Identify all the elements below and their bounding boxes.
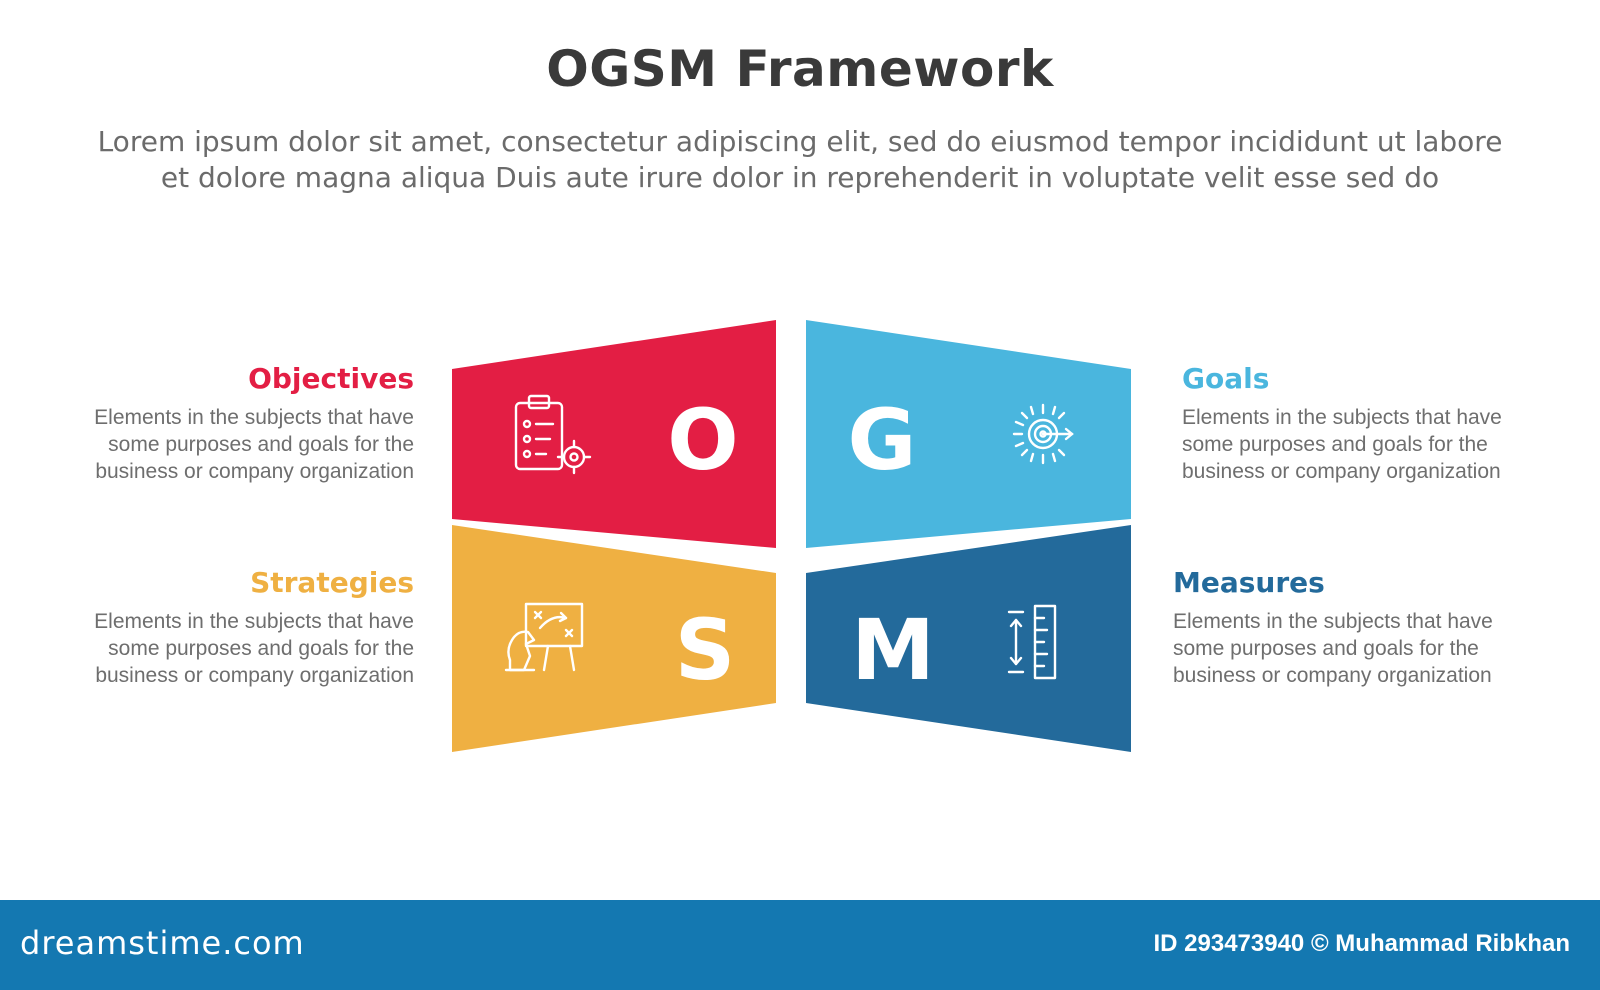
goals-description: Elements in the subjects that have some … xyxy=(1182,404,1542,485)
strategies-text-block: Strategies Elements in the subjects that… xyxy=(54,566,414,689)
measures-text-block: Measures Elements in the subjects that h… xyxy=(1173,566,1533,689)
strategies-description-line: some purposes and goals for the xyxy=(108,637,414,660)
goals-text-block: Goals Elements in the subjects that have… xyxy=(1182,362,1542,485)
goals-shape xyxy=(806,320,1131,548)
ogsm-diagram: O G S M xyxy=(452,320,1131,752)
ruler-measure-icon xyxy=(1007,604,1057,680)
objectives-description: Elements in the subjects that have some … xyxy=(54,404,414,485)
page-title: OGSM Framework xyxy=(546,40,1054,98)
objectives-description-line: business or company organization xyxy=(95,460,414,483)
goals-quadrant: G xyxy=(806,320,1131,548)
objectives-shape xyxy=(452,320,776,548)
footer-credit: ID 293473940 © Muhammad Ribkhan xyxy=(1153,930,1570,957)
subtitle-line-1: Lorem ipsum dolor sit amet, consectetur … xyxy=(97,125,1503,158)
measures-description: Elements in the subjects that have some … xyxy=(1173,608,1533,689)
measures-shape xyxy=(806,525,1131,752)
clipboard-target-icon xyxy=(514,394,592,475)
goals-heading: Goals xyxy=(1182,362,1270,395)
page-subtitle: Lorem ipsum dolor sit amet, consectetur … xyxy=(60,124,1540,196)
measures-description-line: some purposes and goals for the xyxy=(1173,637,1479,660)
objectives-description-line: some purposes and goals for the xyxy=(108,433,414,456)
strategies-description-line: Elements in the subjects that have xyxy=(94,610,414,633)
strategies-heading: Strategies xyxy=(250,566,414,599)
strategies-description-line: business or company organization xyxy=(95,664,414,687)
strategies-description: Elements in the subjects that have some … xyxy=(54,608,414,689)
chess-board-icon xyxy=(504,602,584,672)
objectives-quadrant: O xyxy=(452,320,776,548)
subtitle-line-2: et dolore magna aliqua Duis aute irure d… xyxy=(160,161,1440,194)
objectives-description-line: Elements in the subjects that have xyxy=(94,406,414,429)
footer-bar: dreamstime.com ID 293473940 © Muhammad R… xyxy=(0,900,1600,990)
measures-letter: M xyxy=(851,601,935,699)
strategies-shape xyxy=(452,525,776,752)
goals-description-line: business or company organization xyxy=(1182,460,1501,483)
objectives-heading: Objectives xyxy=(248,362,414,395)
objectives-letter: O xyxy=(667,391,738,489)
measures-quadrant: M xyxy=(806,525,1131,752)
measures-heading: Measures xyxy=(1173,566,1325,599)
goals-letter: G xyxy=(848,391,917,489)
strategies-letter: S xyxy=(675,601,736,699)
objectives-text-block: Objectives Elements in the subjects that… xyxy=(54,362,414,485)
footer-brand: dreamstime.com xyxy=(20,924,305,962)
bullseye-arrow-icon xyxy=(1012,403,1074,465)
strategies-quadrant: S xyxy=(452,525,776,752)
goals-description-line: some purposes and goals for the xyxy=(1182,433,1488,456)
goals-description-line: Elements in the subjects that have xyxy=(1182,406,1502,429)
measures-description-line: Elements in the subjects that have xyxy=(1173,610,1493,633)
measures-description-line: business or company organization xyxy=(1173,664,1492,687)
